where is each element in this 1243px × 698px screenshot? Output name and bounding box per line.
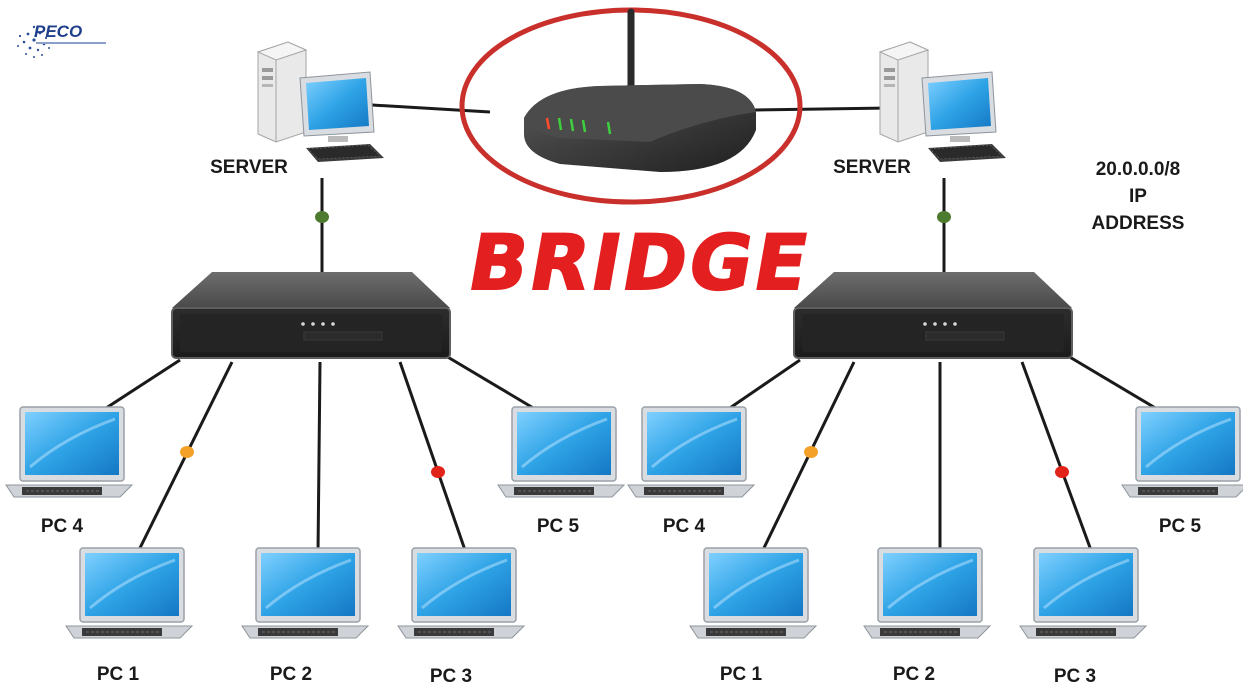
right-pc2-icon	[862, 546, 992, 640]
cable-bridge-to-right-server	[754, 106, 891, 112]
right-pc3-icon	[1018, 546, 1148, 640]
left-pc2-icon	[240, 546, 370, 640]
node-right-pc1-orange	[804, 446, 818, 458]
ip-range: 20.0.0.0/8	[1095, 159, 1181, 180]
cable-left-switch-pc2	[316, 361, 322, 554]
wireless-bridge-router-icon	[459, 7, 803, 205]
node-left-pc1-orange	[180, 446, 194, 458]
cable-left-switch-pc3	[398, 361, 468, 554]
right-pc5-label: PC 5	[1158, 516, 1202, 537]
right-server-icon	[879, 41, 1007, 163]
node-left-server-switch	[315, 211, 329, 223]
left-pc1-label: PC 1	[96, 664, 140, 685]
cable-left-switch-pc4	[99, 358, 181, 414]
left-server-label: SERVER	[210, 157, 288, 178]
cable-right-switch-pc4	[723, 358, 801, 414]
ip-address-note: 20.0.0.0/8 IP ADDRESS	[1086, 156, 1191, 237]
left-server-icon	[257, 41, 385, 163]
logo-text: PECO	[34, 22, 83, 41]
ip-address-label: IP ADDRESS	[1091, 186, 1185, 234]
node-right-pc3-red	[1055, 466, 1069, 478]
node-left-pc3-red	[431, 466, 445, 478]
left-pc3-label: PC 3	[429, 666, 473, 687]
right-pc1-icon	[688, 546, 818, 640]
diagram-title: BRIDGE	[461, 217, 819, 308]
right-pc3-label: PC 3	[1053, 666, 1097, 687]
left-pc3-icon	[396, 546, 526, 640]
cable-left-server-to-bridge	[371, 103, 491, 114]
left-pc5-label: PC 5	[536, 516, 580, 537]
right-pc4-icon	[626, 405, 756, 499]
cable-nodes	[180, 211, 1069, 478]
cable-right-switch-pc5	[1067, 354, 1163, 414]
left-pc1-icon	[64, 546, 194, 640]
right-pc5-icon	[1120, 405, 1243, 499]
cable-right-switch-pc3	[1020, 361, 1094, 554]
left-network-switch-icon	[171, 271, 451, 359]
left-pc4-label: PC 4	[40, 516, 84, 537]
cable-left-switch-pc5	[445, 354, 541, 414]
right-pc2-label: PC 2	[892, 664, 936, 685]
logo-underline	[36, 42, 106, 44]
right-server-label: SERVER	[833, 157, 911, 178]
right-pc4-label: PC 4	[662, 516, 706, 537]
left-pc5-icon	[496, 405, 626, 499]
left-pc2-label: PC 2	[269, 664, 313, 685]
left-pc4-icon	[4, 405, 134, 499]
node-right-server-switch	[937, 211, 951, 223]
right-network-switch-icon	[793, 271, 1073, 359]
right-pc1-label: PC 1	[719, 664, 763, 685]
